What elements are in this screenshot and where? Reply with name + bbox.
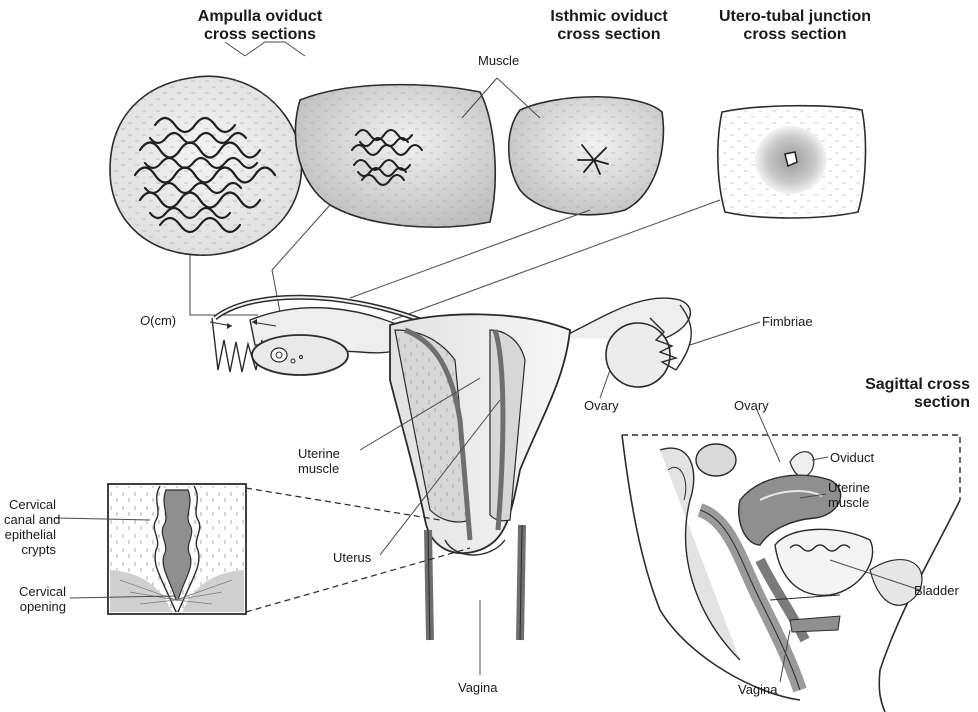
heading-sagittal-line1: Sagittal cross (830, 376, 970, 394)
label-vagina-main: Vagina (458, 680, 498, 695)
ampulla-section-2 (295, 85, 495, 228)
heading-ampulla-line1: Ampulla oviduct (190, 8, 330, 26)
label-o-italic: O (140, 313, 150, 328)
label-ovary-sagittal: Ovary (734, 398, 769, 413)
label-uterine-muscle-sagittal: Uterine muscle (828, 480, 870, 510)
label-uterine-muscle-sagittal-line1: Uterine (828, 480, 870, 495)
label-vagina-sagittal: Vagina (738, 682, 778, 697)
heading-ampulla-line2: cross sections (190, 26, 330, 44)
isthmic-section (509, 97, 664, 215)
label-oviduct-sagittal: Oviduct (830, 450, 874, 465)
label-muscle: Muscle (478, 53, 519, 68)
label-uterine-muscle-main-line2: muscle (298, 461, 340, 476)
label-cervical-canal-line1: Cervical (4, 497, 56, 512)
label-o-cm: O(cm) (140, 313, 176, 328)
sagittal-section (622, 410, 960, 712)
label-cervical-opening-line2: opening (4, 599, 66, 614)
label-bladder: Bladder (914, 583, 959, 598)
label-fimbriae: Fimbriae (762, 314, 813, 329)
label-cervical-opening-line1: Cervical (4, 584, 66, 599)
heading-utero-tubal-line1: Utero-tubal junction (700, 8, 890, 26)
label-uterine-muscle-main-line1: Uterine (298, 446, 340, 461)
ampulla-section-1 (110, 76, 302, 255)
label-cervical-canal-line3: epithelial (4, 527, 56, 542)
uterus-body (360, 314, 760, 675)
cervical-inset (56, 484, 470, 614)
heading-isthmic: Isthmic oviduct cross section (534, 8, 684, 44)
heading-sagittal-line2: section (830, 394, 970, 412)
label-uterine-muscle-sagittal-line2: muscle (828, 495, 870, 510)
heading-utero-tubal-line2: cross section (700, 26, 890, 44)
label-ovary-main: Ovary (584, 398, 619, 413)
label-cervical-opening: Cervical opening (4, 584, 66, 614)
label-uterus: Uterus (333, 550, 371, 565)
heading-sagittal: Sagittal cross section (830, 376, 970, 412)
label-cervical-canal-line4: crypts (4, 542, 56, 557)
heading-ampulla: Ampulla oviduct cross sections (190, 8, 330, 44)
label-uterine-muscle-main: Uterine muscle (298, 446, 340, 476)
utero-tubal-section (718, 106, 866, 218)
label-cervical-canal: Cervical canal and epithelial crypts (4, 497, 56, 557)
heading-utero-tubal: Utero-tubal junction cross section (700, 8, 890, 44)
heading-isthmic-line2: cross section (534, 26, 684, 44)
heading-isthmic-line1: Isthmic oviduct (534, 8, 684, 26)
label-o-unit: (cm) (150, 313, 176, 328)
label-cervical-canal-line2: canal and (4, 512, 56, 527)
